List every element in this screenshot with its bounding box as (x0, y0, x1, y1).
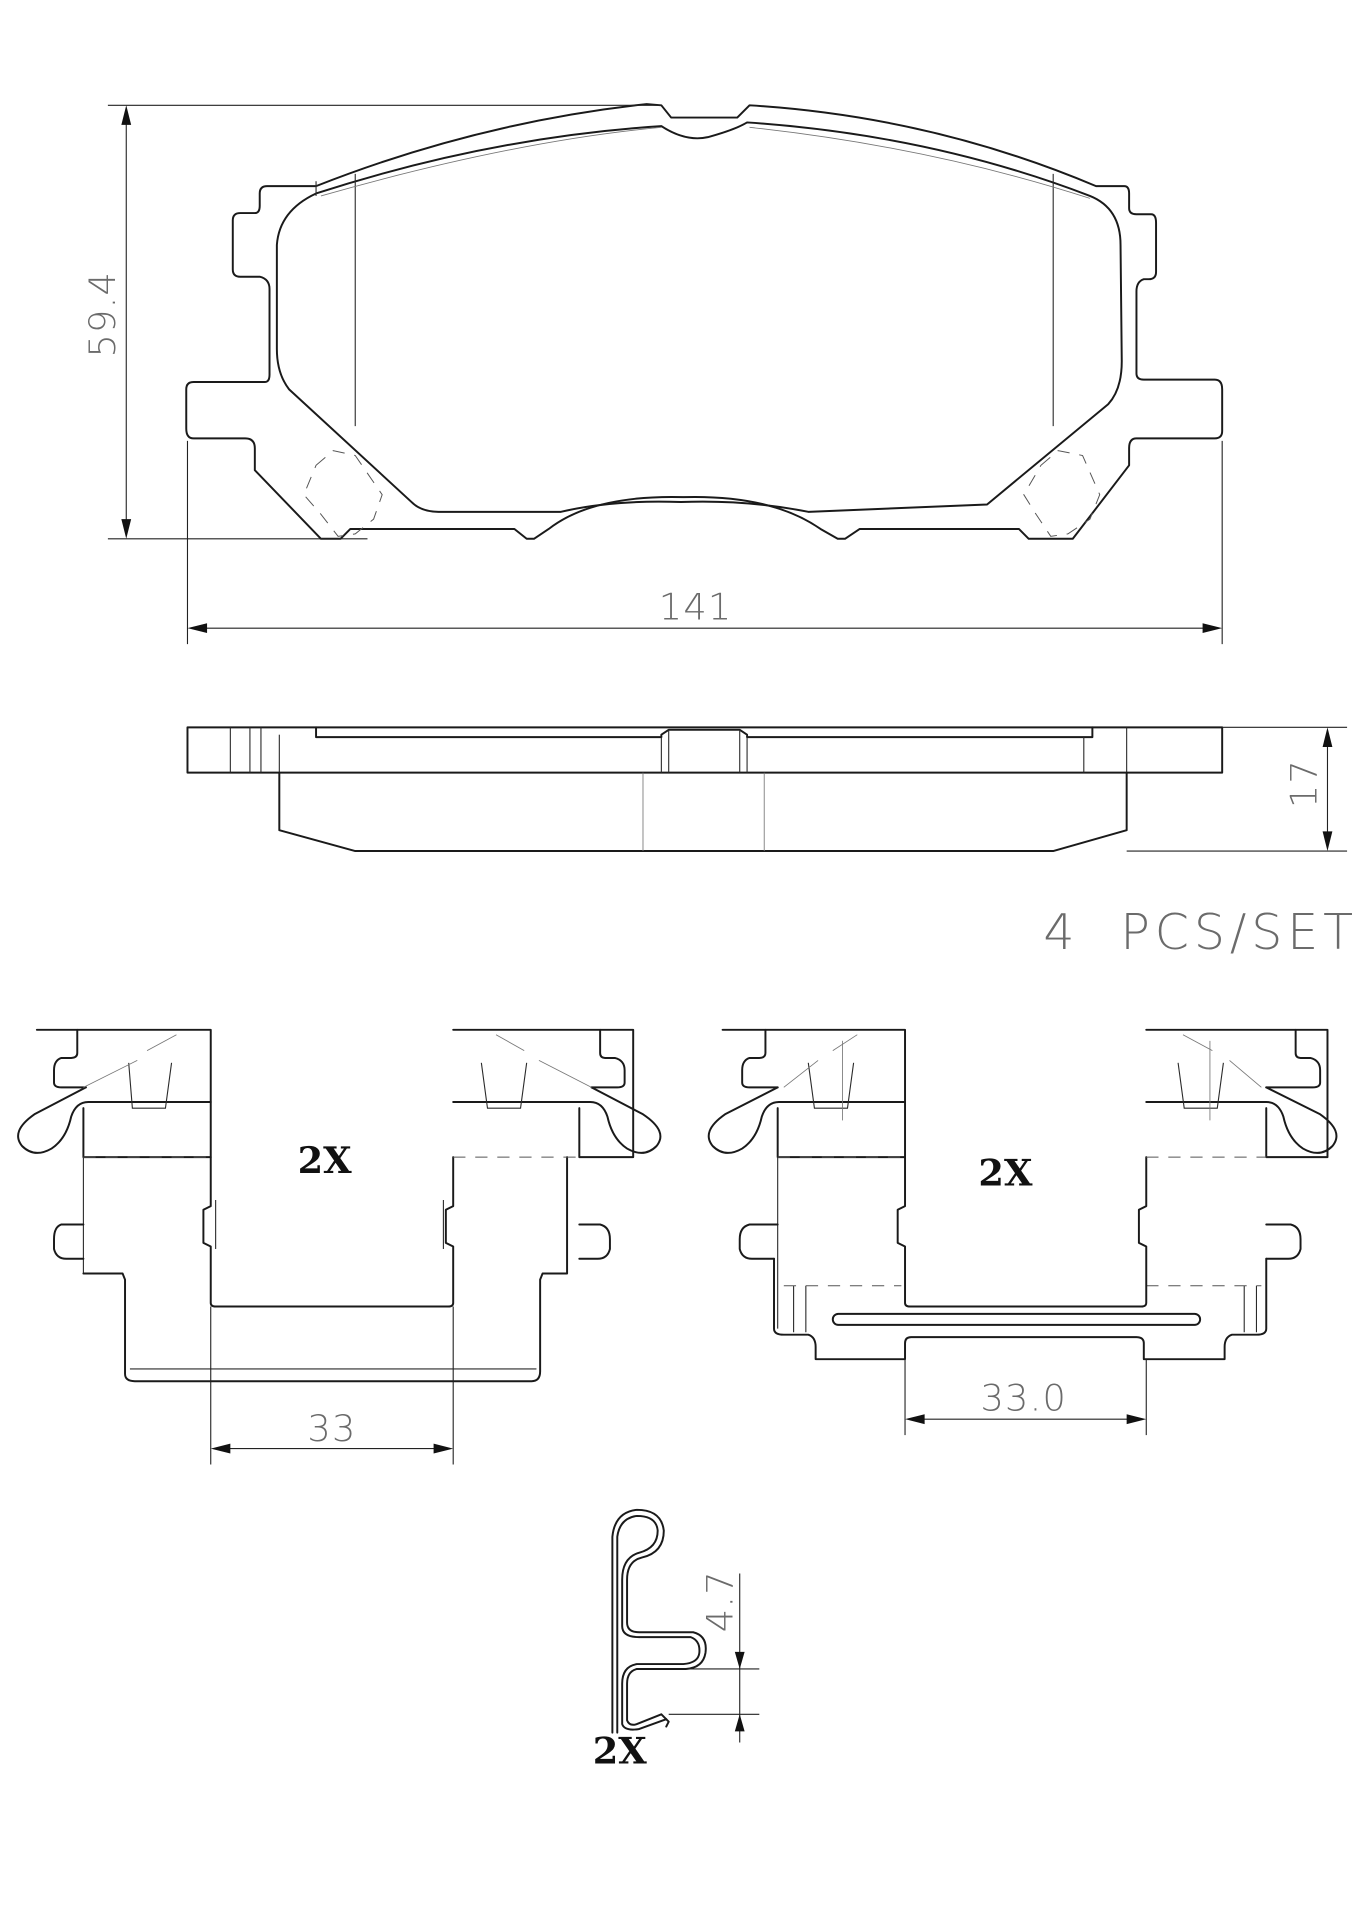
brake-pad-side-view (186, 726, 1224, 852)
hardware-clip-right: 2X (707, 1028, 1338, 1361)
dimension-spring-4-7: 4.7 (668, 1570, 760, 1743)
dimension-left-clip-33: 33 (210, 1306, 454, 1465)
quantity-label-left-clip: 2X (298, 1139, 353, 1182)
dimension-label-height: 59.4 (81, 271, 124, 358)
hardware-clip-left: 2X (17, 1028, 662, 1383)
dimension-right-clip-33-0: 33.0 (904, 1359, 1147, 1436)
quantity-label-spring: 2X (593, 1729, 648, 1772)
set-quantity-label: 4 PCS/SET (1043, 904, 1357, 961)
dimension-label-spring: 4.7 (698, 1570, 741, 1632)
quantity-label-right-clip: 2X (978, 1151, 1033, 1194)
dimension-label-right-clip: 33.0 (980, 1377, 1067, 1420)
dimension-height-59-4: 59.4 (81, 104, 662, 540)
dimension-label-thickness: 17 (1282, 759, 1325, 808)
brake-pad-front-view (185, 103, 1224, 540)
dimension-label-left-clip: 33 (307, 1407, 356, 1450)
dimension-width-141: 141 (186, 440, 1223, 645)
dimension-label-width: 141 (659, 586, 733, 629)
wear-spring-clip (611, 1508, 707, 1734)
dimension-thickness-17: 17 (1126, 726, 1348, 852)
